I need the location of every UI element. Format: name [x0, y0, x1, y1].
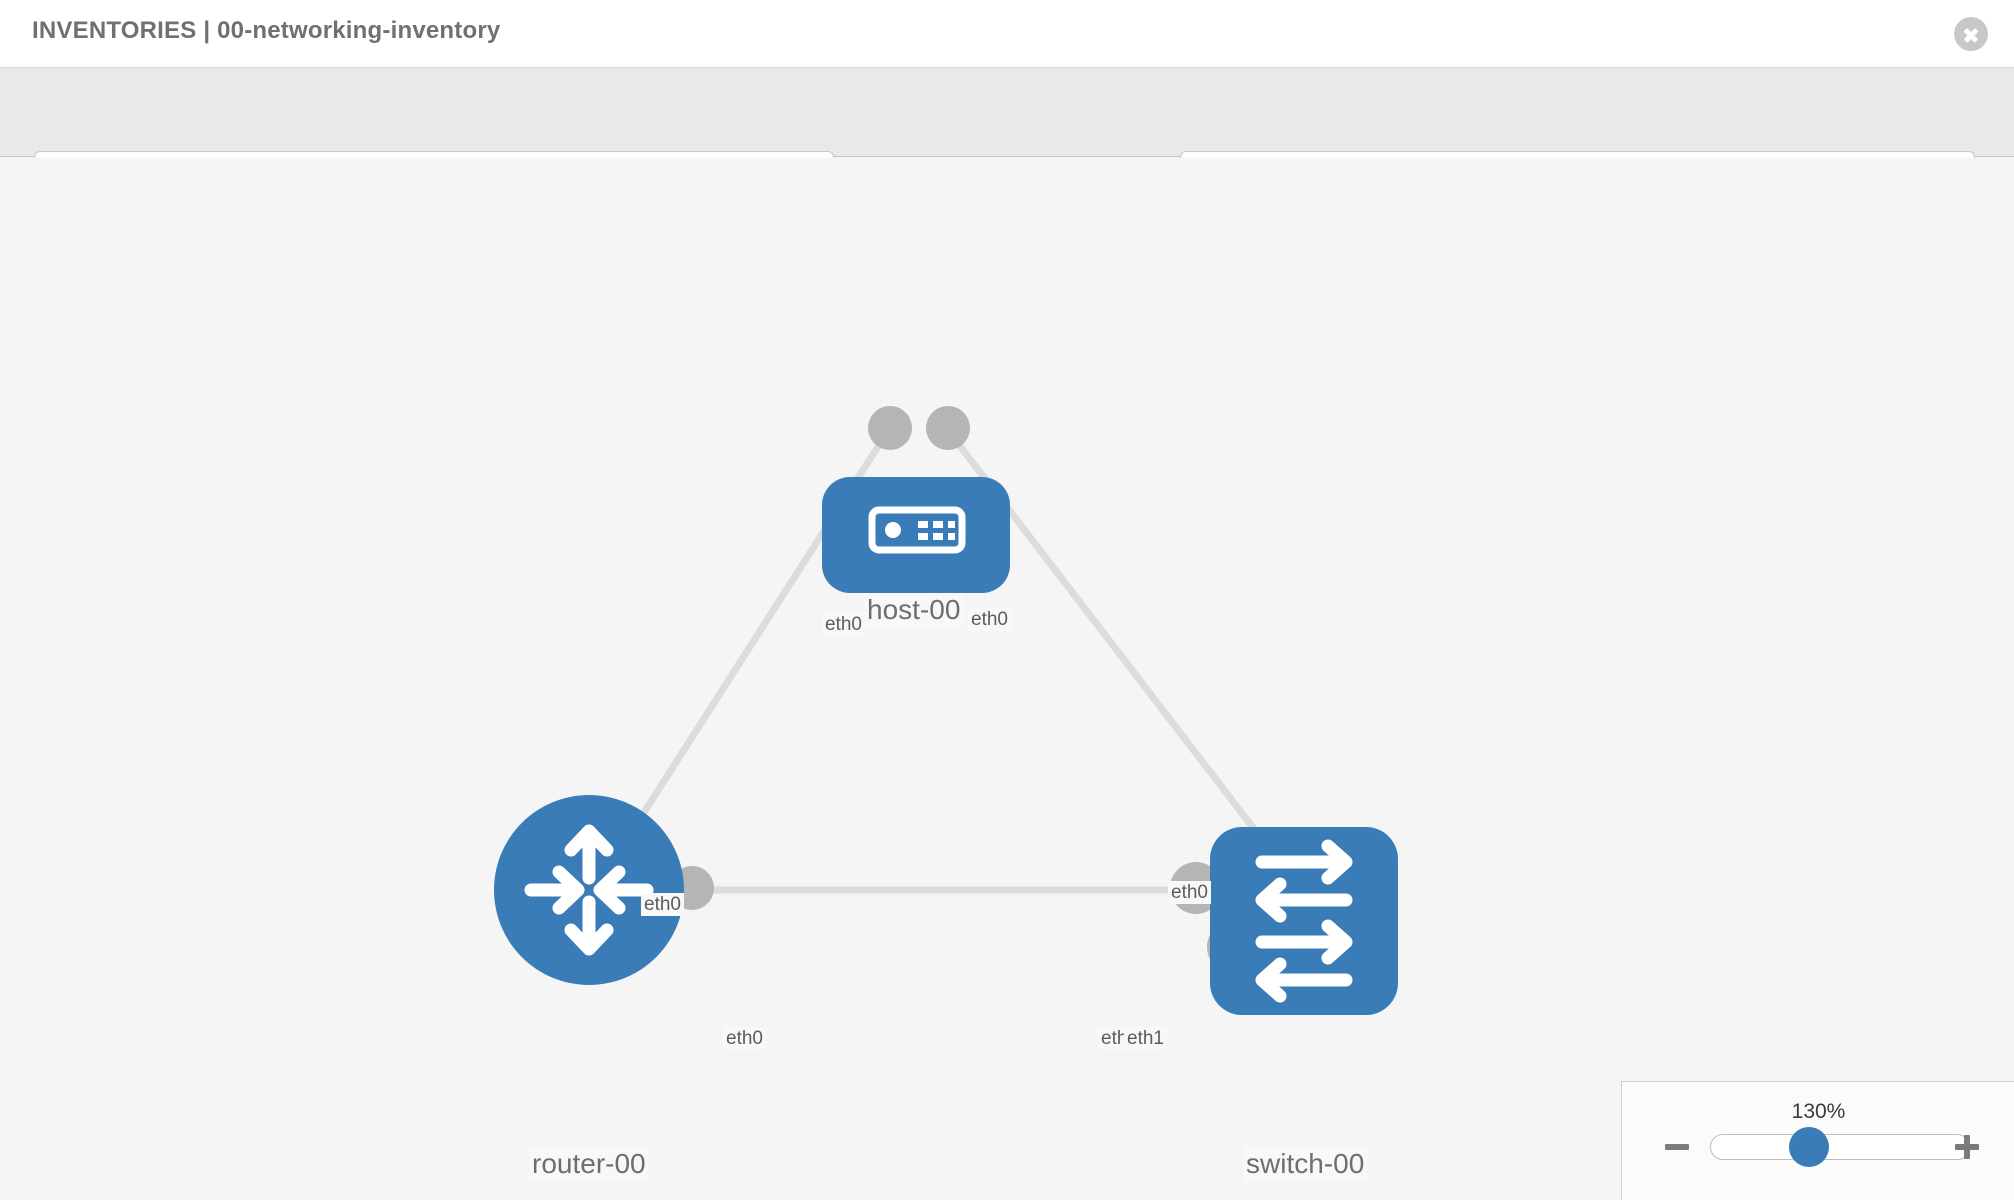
node-router-00	[494, 795, 684, 985]
zoom-slider-thumb[interactable]	[1789, 1127, 1829, 1167]
node-label-switch-00: switch-00	[1243, 1147, 1368, 1181]
zoom-panel: 130%	[1621, 1081, 2014, 1200]
toolbar: ACTIONS SEARCH	[0, 68, 2014, 202]
iface-label-host-left: eth0	[822, 613, 865, 636]
zoom-out-button[interactable]	[1660, 1130, 1694, 1164]
iface-label-switch-left-overlap: eth	[1098, 1027, 1131, 1050]
title-bar: INVENTORIES | 00-networking-inventory	[0, 0, 2014, 68]
node-label-host-00: host-00	[864, 593, 964, 627]
node-switch-00	[1210, 827, 1398, 1015]
zoom-percent-label: 130%	[1791, 1100, 1846, 1123]
topology-graph	[494, 406, 1398, 1015]
iface-label-switch-left: eth1	[1124, 1027, 1167, 1050]
node-label-router-00: router-00	[529, 1147, 649, 1181]
topology-canvas[interactable]: eth0 host-00 eth0 eth0 eth0 eth0 eth eth…	[0, 158, 2014, 1200]
zoom-slider-track[interactable]	[1710, 1134, 1970, 1160]
iface-label-router-up: eth0	[641, 893, 684, 916]
connector-host-right	[926, 406, 970, 450]
close-icon[interactable]	[1954, 17, 1988, 51]
iface-label-switch-up: eth0	[1168, 881, 1211, 904]
iface-label-host-right: eth0	[968, 608, 1011, 631]
connector-host-left	[868, 406, 912, 450]
switch-arrows-icon	[1255, 839, 1353, 1003]
zoom-in-button[interactable]	[1950, 1130, 1984, 1164]
page-title: INVENTORIES | 00-networking-inventory	[32, 17, 501, 44]
server-icon	[868, 506, 966, 554]
iface-label-router-right: eth0	[723, 1027, 766, 1050]
router-arrows-icon	[524, 824, 654, 956]
node-host-00	[822, 477, 1010, 593]
